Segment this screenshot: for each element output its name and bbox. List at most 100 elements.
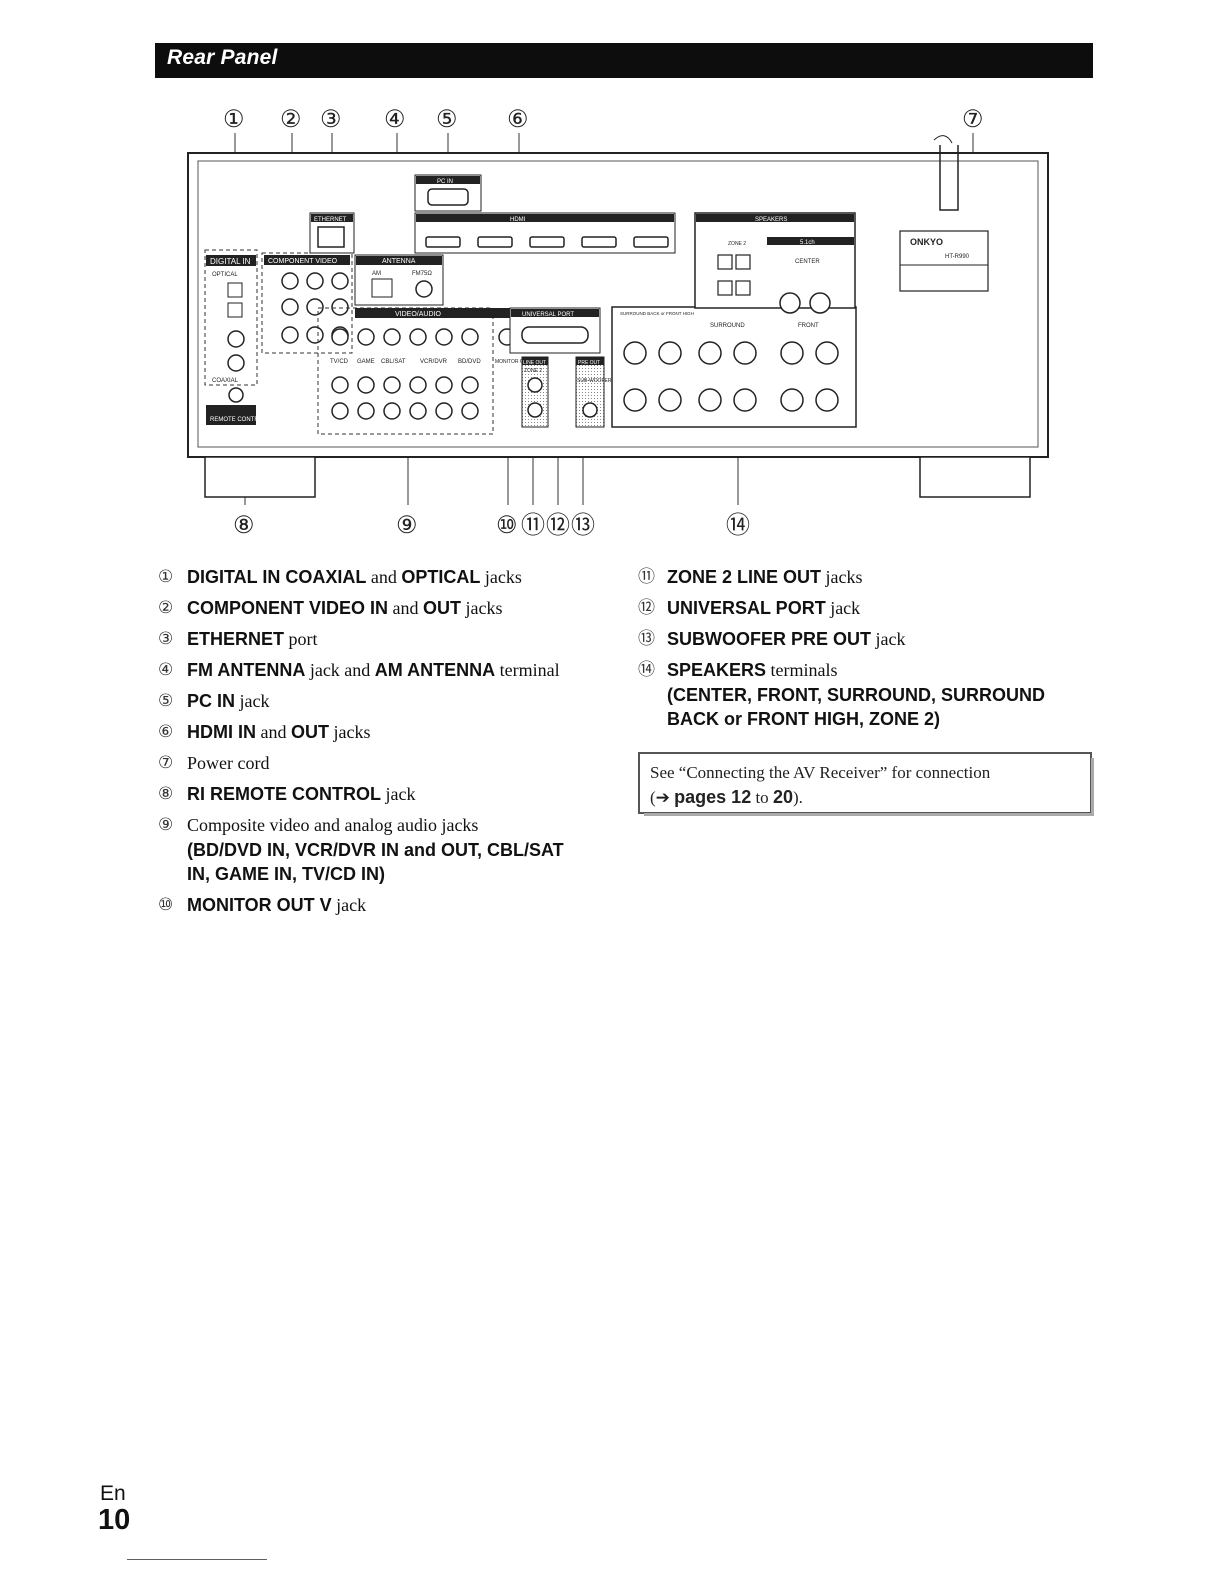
label-antenna: ANTENNA [382,258,416,265]
legend-term: MONITOR OUT V [187,895,332,915]
rear-panel-diagram: ① ② ③ ④ ⑤ ⑥ ⑦ ⑧ ⑨ ⑩ ⑪ ⑫ ⑬ ⑭ DIGITAL IN O… [187,106,1049,539]
callout-14: ⑭ [726,512,750,539]
legend-text: and [256,722,291,742]
legend-term: OUT [423,598,462,618]
label-coaxial: COAXIAL [212,378,239,384]
legend-text: jack [381,784,416,804]
legend-term: AM ANTENNA [374,660,496,680]
label-universal-port: UNIVERSAL PORT [522,312,574,318]
callout-11: ⑪ [521,512,545,539]
callout-10: ⑩ [496,512,518,539]
legend-term: FM ANTENNA [187,660,306,680]
label-vcr-dvr: VCR/DVR [420,359,448,365]
legend-text: terminals [766,660,838,680]
label-remote-control: REMOTE CONTROL [210,417,267,423]
legend-marker: ⑧ [158,784,174,804]
page-number: 10 [98,1504,131,1536]
label-speakers: SPEAKERS [755,217,787,223]
legend-term: HDMI IN [187,722,256,742]
callout-3: ③ [320,106,342,133]
label-front: FRONT [798,323,819,329]
label-ethernet: ETHERNET [314,217,347,223]
legend-text: jack [825,598,861,618]
label-hdmi: HDMI [510,217,526,223]
label-component-video: COMPONENT VIDEO [268,258,338,265]
legend-term: OPTICAL [401,567,481,587]
legend-text: jack [235,691,270,711]
legend-text: Power cord [187,753,270,773]
legend-term: COMPONENT VIDEO IN [187,598,389,618]
legend-marker: ⑫ [638,598,655,618]
legend-marker: ② [158,598,174,618]
legend-marker: ⑦ [158,753,174,773]
callout-12: ⑫ [546,512,570,539]
label-fm: FM75Ω [412,271,432,277]
legend-term: SPEAKERS [667,660,767,680]
callout-4: ④ [384,106,406,133]
note-end-page[interactable]: 20 [772,787,793,807]
legend-subtext: (CENTER, FRONT, SURROUND, SURROUND BACK o… [638,683,1098,731]
label-pre-out: PRE OUT [578,360,600,366]
legend-marker: ⑬ [638,629,655,649]
label-game: GAME [357,359,375,365]
legend-marker: ⑭ [638,660,655,680]
legend-subtext-line: (CENTER, FRONT, SURROUND, SURROUND [667,685,1045,705]
note-pages-link[interactable]: pages 12 [674,787,752,807]
legend-text: jacks [461,598,503,618]
callout-6: ⑥ [507,106,529,133]
legend-term: PC IN [187,691,236,711]
legend-item: ⑭ SPEAKERS terminals [638,655,1098,686]
legend-item: ⑦ Power cord [158,748,618,779]
footer-rule [127,1559,267,1560]
label-5-1ch: 5.1ch [800,240,815,246]
label-am: AM [372,271,381,277]
label-cbl-sat: CBL/SAT [381,359,406,365]
legend-item: ⑧ RI REMOTE CONTROL jack [158,779,618,810]
label-subwoofer: SUB-WOOFER [577,378,612,384]
callout-2: ② [280,106,302,133]
note-close: ). [792,788,803,807]
legend-term: SUBWOOFER PRE OUT [667,629,872,649]
legend-text: jack [871,629,906,649]
legend-term: RI REMOTE CONTROL [187,784,381,804]
callout-7: ⑦ [962,106,984,133]
legend-text: jacks [329,722,371,742]
legend-text: jacks [480,567,522,587]
legend-item: ⑤ PC IN jack [158,686,618,717]
legend-text: jack and [305,660,375,680]
legend-text: and [366,567,402,587]
label-surround: SURROUND [710,323,745,329]
callout-1: ① [223,106,245,133]
legend-marker: ③ [158,629,174,649]
legend-marker: ⑪ [638,567,655,587]
label-line-out: LINE OUT [523,360,546,366]
label-digital-in: DIGITAL IN [210,257,251,266]
note-to: to [751,788,773,807]
callout-5: ⑤ [436,106,458,133]
callout-13: ⑬ [571,512,595,539]
legend-term: DIGITAL IN COAXIAL [187,567,367,587]
legend-subtext-line: BACK or FRONT HIGH, ZONE 2) [667,709,940,729]
legend-subtext-line: (BD/DVD IN, VCR/DVR IN and OUT, CBL/SAT [187,840,564,860]
section-title-banner: Rear Panel [155,43,1093,78]
legend-term: ETHERNET [187,629,285,649]
label-monitor-out: MONITOR OUT [495,359,530,365]
legend-term: UNIVERSAL PORT [667,598,826,618]
legend-text: port [284,629,318,649]
legend-marker: ⑩ [158,895,174,915]
legend-subtext-line: IN, GAME IN, TV/CD IN) [187,864,385,884]
label-bd-dvd: BD/DVD [458,359,481,365]
legend-marker: ⑤ [158,691,174,711]
model-number: HT-R990 [945,254,970,260]
label-zone2-out: ZONE 2 [524,368,542,374]
label-surround-back: SURROUND BACK or FRONT HIGH [620,311,694,316]
label-pc-in: PC IN [437,179,453,185]
